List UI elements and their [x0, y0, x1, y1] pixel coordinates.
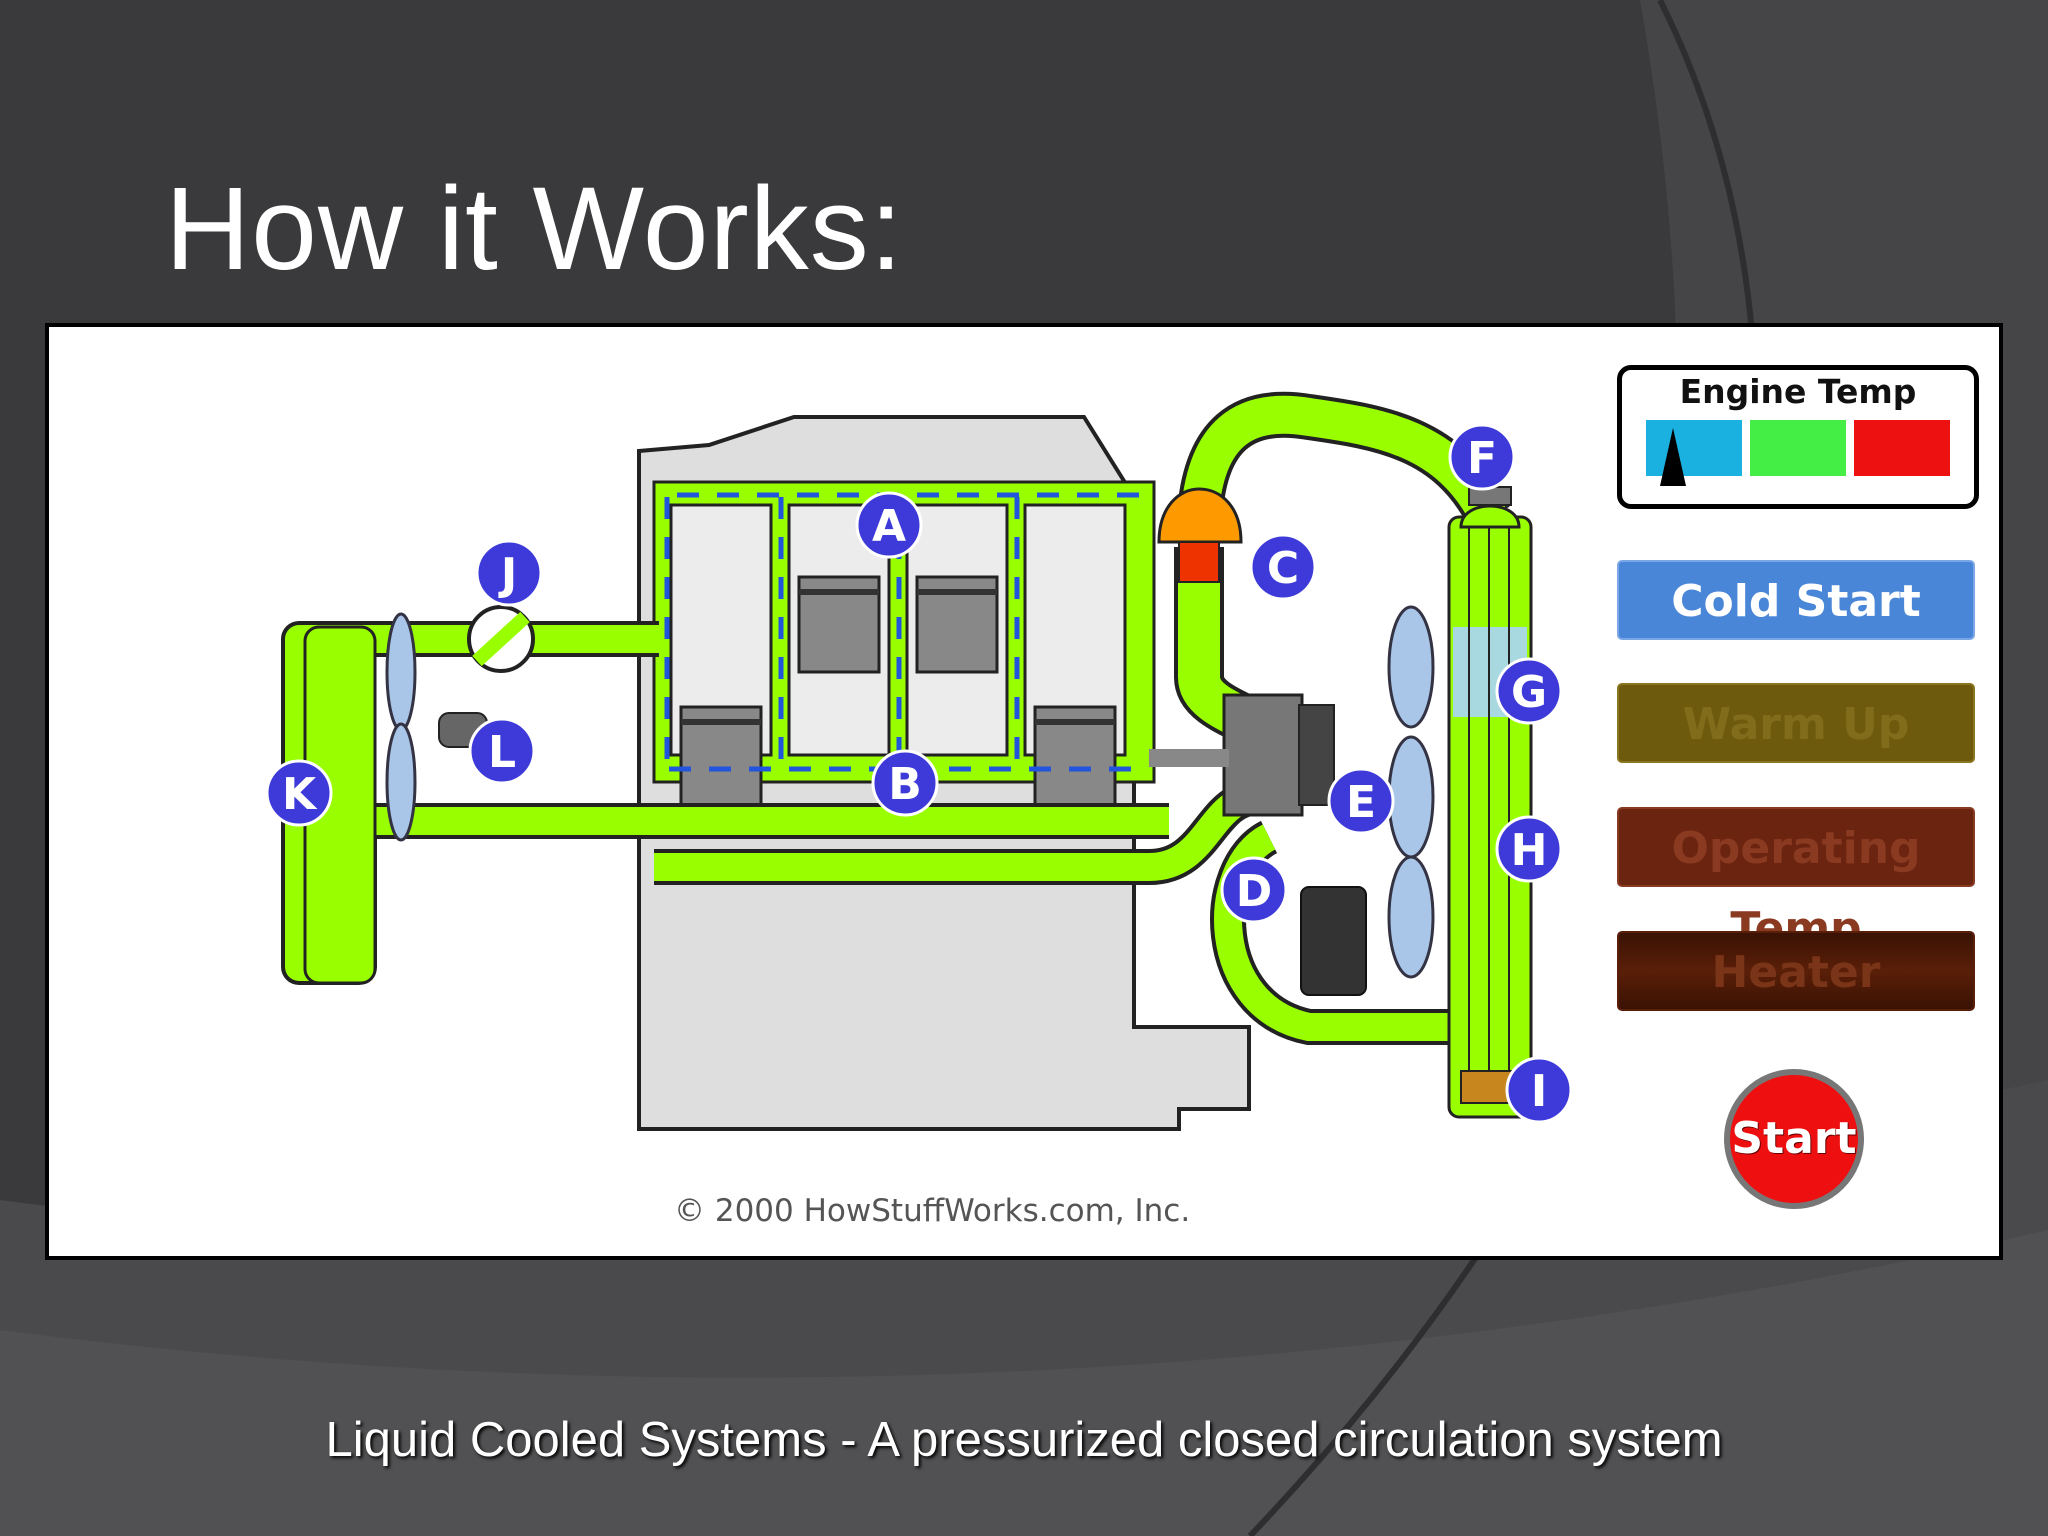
temp-segment-normal [1750, 420, 1846, 476]
svg-text:H: H [1511, 825, 1548, 876]
engine-temp-gauge: Engine Temp [1617, 365, 1979, 509]
engine-temp-title: Engine Temp [1622, 372, 1974, 411]
svg-text:I: I [1531, 1066, 1547, 1117]
temp-needle-icon [1658, 428, 1688, 486]
copyright-notice: © 2000 HowStuffWorks.com, Inc. [674, 1193, 1190, 1229]
svg-text:K: K [282, 769, 318, 820]
marker-A: A [857, 493, 921, 557]
marker-I: I [1507, 1058, 1571, 1122]
thermostat [1159, 489, 1241, 542]
marker-J: J [477, 541, 541, 605]
cooling-diagram-frame: A B C D E F G H I J K L Engine Temp Cold… [45, 323, 2003, 1260]
engine-fan [1389, 607, 1433, 977]
slide-caption: Liquid Cooled Systems - A pressurized cl… [0, 1412, 2048, 1468]
svg-text:G: G [1511, 667, 1547, 718]
svg-text:C: C [1267, 543, 1299, 594]
marker-F: F [1450, 425, 1514, 489]
water-pump [1224, 695, 1302, 815]
marker-E: E [1329, 769, 1393, 833]
svg-text:A: A [872, 501, 906, 552]
svg-text:E: E [1346, 777, 1376, 828]
marker-G: G [1497, 659, 1561, 723]
operating-temp-button[interactable]: Operating Temp [1617, 807, 1975, 887]
svg-text:J: J [498, 549, 517, 600]
marker-C: C [1251, 535, 1315, 599]
temp-segment-hot [1854, 420, 1950, 476]
marker-B: B [873, 751, 937, 815]
svg-text:L: L [488, 727, 516, 778]
heater-fan [387, 614, 415, 840]
svg-text:D: D [1236, 866, 1273, 917]
heater-button[interactable]: Heater [1617, 931, 1975, 1011]
marker-H: H [1497, 817, 1561, 881]
svg-text:F: F [1467, 433, 1497, 484]
start-button[interactable]: Start [1724, 1069, 1864, 1209]
marker-K: K [267, 761, 331, 825]
slide-title: How it Works: [165, 170, 904, 288]
cold-start-button[interactable]: Cold Start [1617, 560, 1975, 640]
warm-up-button[interactable]: Warm Up [1617, 683, 1975, 763]
marker-D: D [1222, 858, 1286, 922]
marker-L: L [470, 719, 534, 783]
svg-text:B: B [888, 759, 922, 810]
